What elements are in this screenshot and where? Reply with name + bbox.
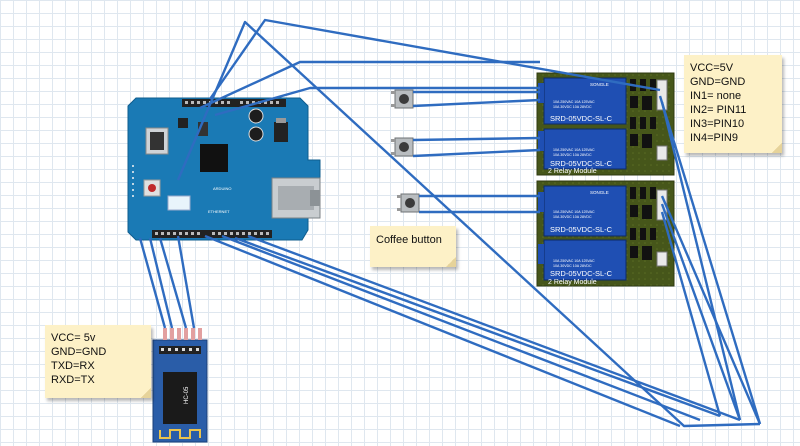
wire-relay-2 (660, 101, 742, 421)
wire-top-4 (214, 86, 540, 117)
push-button-1 (391, 89, 414, 109)
relay-1b (543, 128, 627, 170)
arduino-logo-text: ARDUINO (213, 186, 231, 191)
relay-module-1: SONGLE 10A 250VAC 10A 125VAC 10A 30VDC 1… (536, 72, 675, 176)
relay-2a (543, 185, 627, 237)
input-header (656, 79, 668, 111)
relay-model: SRD-05VDC-SL-C (550, 114, 613, 123)
board-label-box (167, 195, 191, 211)
note-line: IN4=PIN9 (690, 132, 738, 144)
voltage-regulator (274, 122, 288, 142)
relay-module-footer: 2 Relay Module (548, 168, 597, 175)
relay-rating: 10A 30VDC 10A 28VDC (553, 215, 592, 219)
note-line: RXD=TX (51, 374, 95, 386)
wire-top-3 (199, 60, 540, 110)
reset-button-cap (148, 184, 156, 192)
note-line: TXD=RX (51, 360, 95, 372)
small-chip (178, 118, 188, 128)
relay-rating: 10A 250VAC 10A 125VAC (553, 210, 595, 214)
wire-bottom-4 (247, 234, 741, 422)
wire-bt-4 (176, 235, 196, 329)
relay-pin-note: VCC=5V GND=GND IN1= none IN2= PIN11 IN3=… (684, 55, 782, 153)
relay-rating: 10A 250VAC 10A 125VAC (553, 259, 595, 263)
wire-bottom-3 (234, 236, 721, 418)
wire-bt-2 (148, 237, 174, 329)
wire-top-1 (209, 18, 661, 100)
note-line: IN1= none (690, 90, 742, 102)
wires (138, 18, 762, 428)
bluetooth-pin-note: VCC= 5v GND=GND TXD=RX RXD=TX (45, 325, 151, 398)
note-fold (772, 143, 782, 153)
wire-bt-1 (138, 237, 167, 329)
relay-module-footer: 2 Relay Module (548, 279, 597, 286)
wire-button-1b (412, 98, 541, 108)
relay-model: SRD-05VDC-SL-C (550, 225, 613, 234)
wire-bottom-1 (204, 234, 681, 428)
relay-rating: 10A 30VDC 10A 28VDC (553, 153, 592, 157)
relay-module-2: SONGLE 10A 250VAC 10A 125VAC 10A 30VDC 1… (536, 180, 675, 287)
relay-model: SRD-05VDC-SL-C (550, 159, 613, 168)
note-line: IN3=PIN10 (690, 118, 745, 130)
relay-rating: 10A 250VAC 10A 125VAC (553, 148, 595, 152)
relay-brand: SONGLE (590, 82, 609, 87)
wire-top-2 (176, 20, 761, 428)
relay-rating: 10A 30VDC 10A 28VDC (553, 264, 592, 268)
note-line: Coffee button (376, 234, 442, 246)
coffee-button-note: Coffee button (370, 226, 456, 267)
note-line: IN2= PIN11 (690, 104, 747, 116)
note-line: VCC=5V (690, 62, 734, 74)
screw-terminal (538, 131, 544, 151)
push-button-2 (391, 137, 414, 157)
note-line: VCC= 5v (51, 332, 96, 344)
crystal (198, 122, 208, 136)
note-fold (141, 388, 151, 398)
wire-bottom-2 (221, 234, 701, 422)
bluetooth-module: HC-05 (152, 339, 208, 443)
relay-rating: 10A 30VDC 10A 28VDC (553, 105, 592, 109)
wire-relay-3 (660, 195, 762, 425)
arduino-ethernet-board: ARDUINO ETHERNET (127, 97, 321, 241)
relay-brand: SONGLE (590, 190, 609, 195)
relay-rating: 10A 250VAC 10A 125VAC (553, 100, 595, 104)
note-line: GND=GND (690, 76, 746, 88)
capacitor (248, 126, 264, 142)
wire-relay-4 (660, 203, 742, 421)
note-line: GND=GND (51, 346, 107, 358)
coffee-push-button (397, 193, 420, 213)
wire-button-2a (412, 136, 541, 142)
jumper-header (656, 145, 668, 161)
wire-button-2b (412, 148, 541, 158)
screw-terminal (538, 192, 544, 212)
screw-terminal (538, 244, 544, 264)
screw-terminal (538, 83, 544, 103)
wire-relay-1 (658, 95, 762, 425)
wire-bt-3 (158, 237, 188, 329)
arduino-chip-text: ETHERNET (208, 209, 230, 214)
jumper-header (656, 251, 668, 267)
ethernet-chip (200, 144, 228, 172)
capacitor (248, 108, 264, 124)
bluetooth-module-label: HC-05 (184, 386, 190, 404)
sd-card (150, 132, 164, 150)
relay-2b (543, 239, 627, 281)
wire-relay-5 (660, 211, 722, 417)
note-fold (446, 257, 456, 267)
relay-model: SRD-05VDC-SL-C (550, 269, 613, 278)
arduino-bottom-header (152, 230, 272, 238)
bluetooth-header-pins (163, 328, 202, 340)
